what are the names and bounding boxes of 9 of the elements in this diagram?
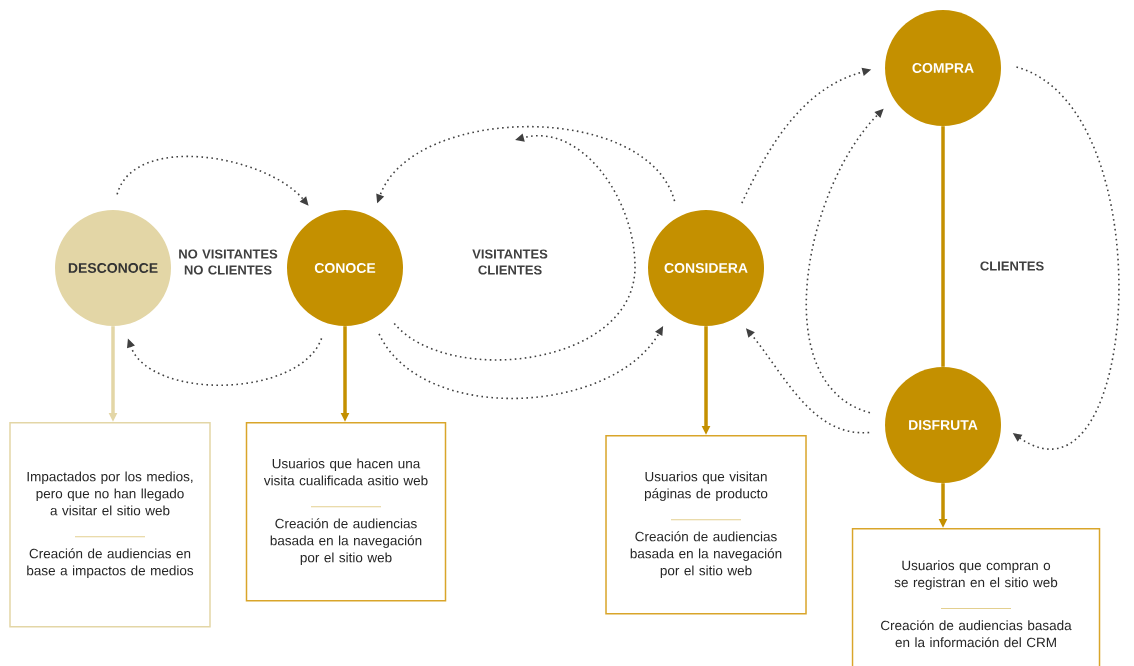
text-box: Usuarios que visitan páginas de producto Creación de audiencias basada en la navegación por el sitio web	[605, 435, 807, 615]
stage-label: NO VISITANTES NO CLIENTES	[179, 249, 278, 275]
arrow	[116, 155, 309, 206]
text-box: Usuarios que hacen una visita cualificada asitio web Creación de audiencias basada en la navegación por el sitio web	[245, 422, 447, 602]
arrow	[127, 337, 323, 386]
text-box: Impactados por los medios, pero que no han llegado a visitar el sitio web Creación de audiencias en base a impactos de medios	[9, 422, 211, 628]
stage-label: CLIENTES	[980, 261, 1044, 271]
text-box: Usuarios que compran o se registran en el sitio web Creación de audiencias basada en la información del CRM	[851, 528, 1101, 666]
stage-label: VISITANTES CLIENTES	[472, 249, 548, 275]
